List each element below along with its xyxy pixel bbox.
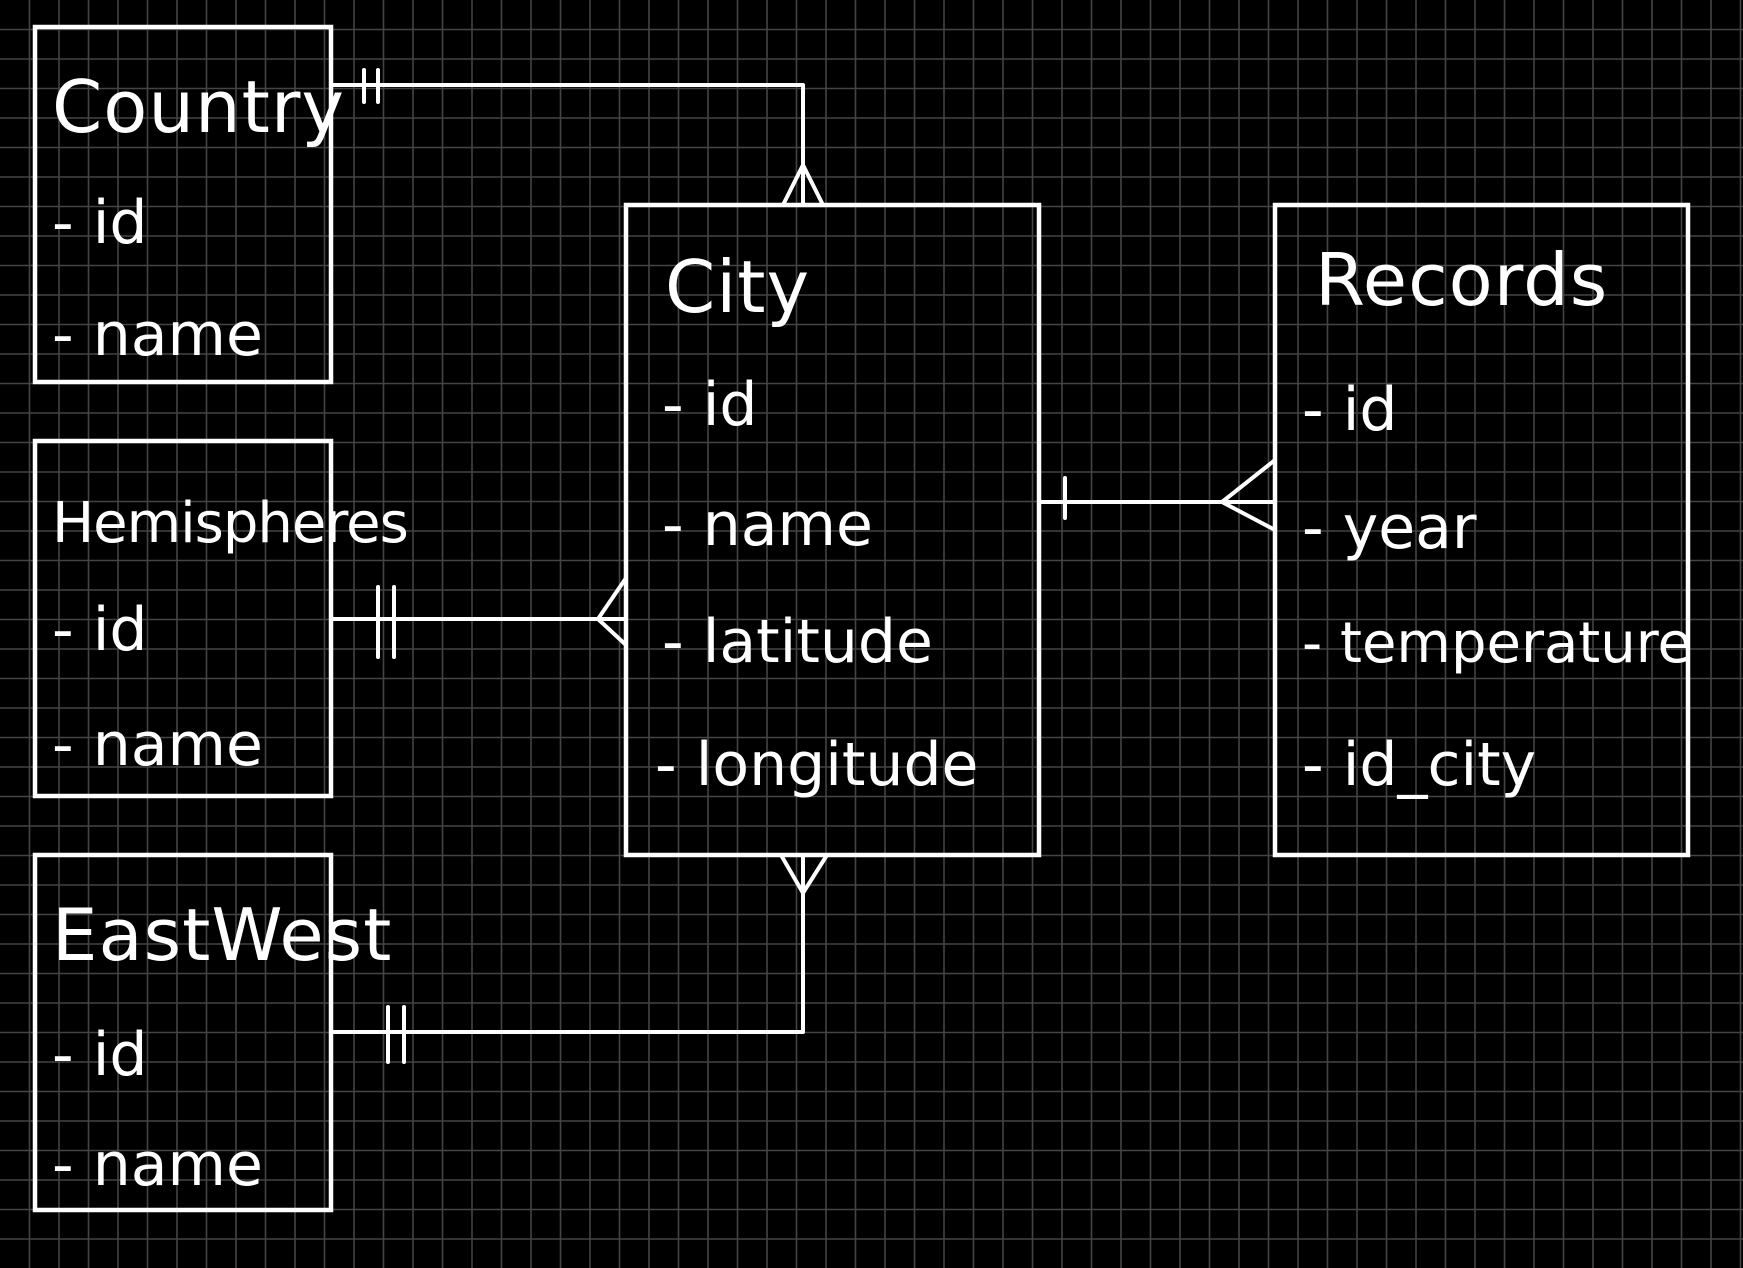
city-title: City bbox=[665, 245, 810, 329]
eastwest-title: EastWest bbox=[52, 893, 392, 977]
hemispheres-attr-name: - name bbox=[52, 710, 263, 780]
city-attr-name: - name bbox=[662, 490, 873, 560]
country-attr-id: - id bbox=[52, 188, 147, 258]
crows-foot-many bbox=[1220, 458, 1277, 532]
relationship-country-city[interactable] bbox=[329, 68, 825, 207]
records-attr-id: - id bbox=[1302, 375, 1397, 445]
records-attr-temperature: - temperature bbox=[1302, 611, 1692, 676]
hemispheres-title: Hemispheres bbox=[52, 491, 408, 556]
records-attr-id-city: - id_city bbox=[1302, 730, 1536, 800]
hemispheres-entity: Hemispheres - id - name bbox=[52, 491, 409, 780]
city-attr-id: - id bbox=[662, 370, 757, 440]
country-attr-name: - name bbox=[52, 300, 263, 370]
city-attr-longitude: - longitude bbox=[655, 730, 978, 800]
crows-foot-many bbox=[781, 163, 825, 207]
city-entity: City - id - name - latitude - longitude bbox=[655, 245, 978, 800]
eastwest-entity: EastWest - id - name bbox=[52, 893, 392, 1200]
crows-foot-many bbox=[779, 853, 829, 895]
records-entity: Records - id - year - temperature - id_c… bbox=[1302, 238, 1692, 800]
eastwest-attr-id: - id bbox=[52, 1020, 147, 1090]
relationship-eastwest-city[interactable] bbox=[329, 853, 829, 1064]
hemispheres-attr-id: - id bbox=[52, 595, 147, 665]
records-attr-year: - year bbox=[1302, 493, 1477, 563]
country-entity-box[interactable] bbox=[32, 24, 334, 385]
connector-line bbox=[329, 853, 805, 1034]
country-title: Country bbox=[52, 65, 345, 149]
records-title: Records bbox=[1315, 238, 1608, 322]
city-attr-latitude: - latitude bbox=[662, 607, 933, 677]
country-entity: Country - id - name bbox=[52, 65, 345, 370]
crows-foot-many bbox=[596, 576, 628, 647]
relationship-hemispheres-city[interactable] bbox=[329, 576, 628, 659]
eastwest-attr-name: - name bbox=[52, 1130, 263, 1200]
city-entity-box[interactable] bbox=[623, 202, 1042, 858]
relationship-city-records[interactable] bbox=[1037, 458, 1277, 532]
